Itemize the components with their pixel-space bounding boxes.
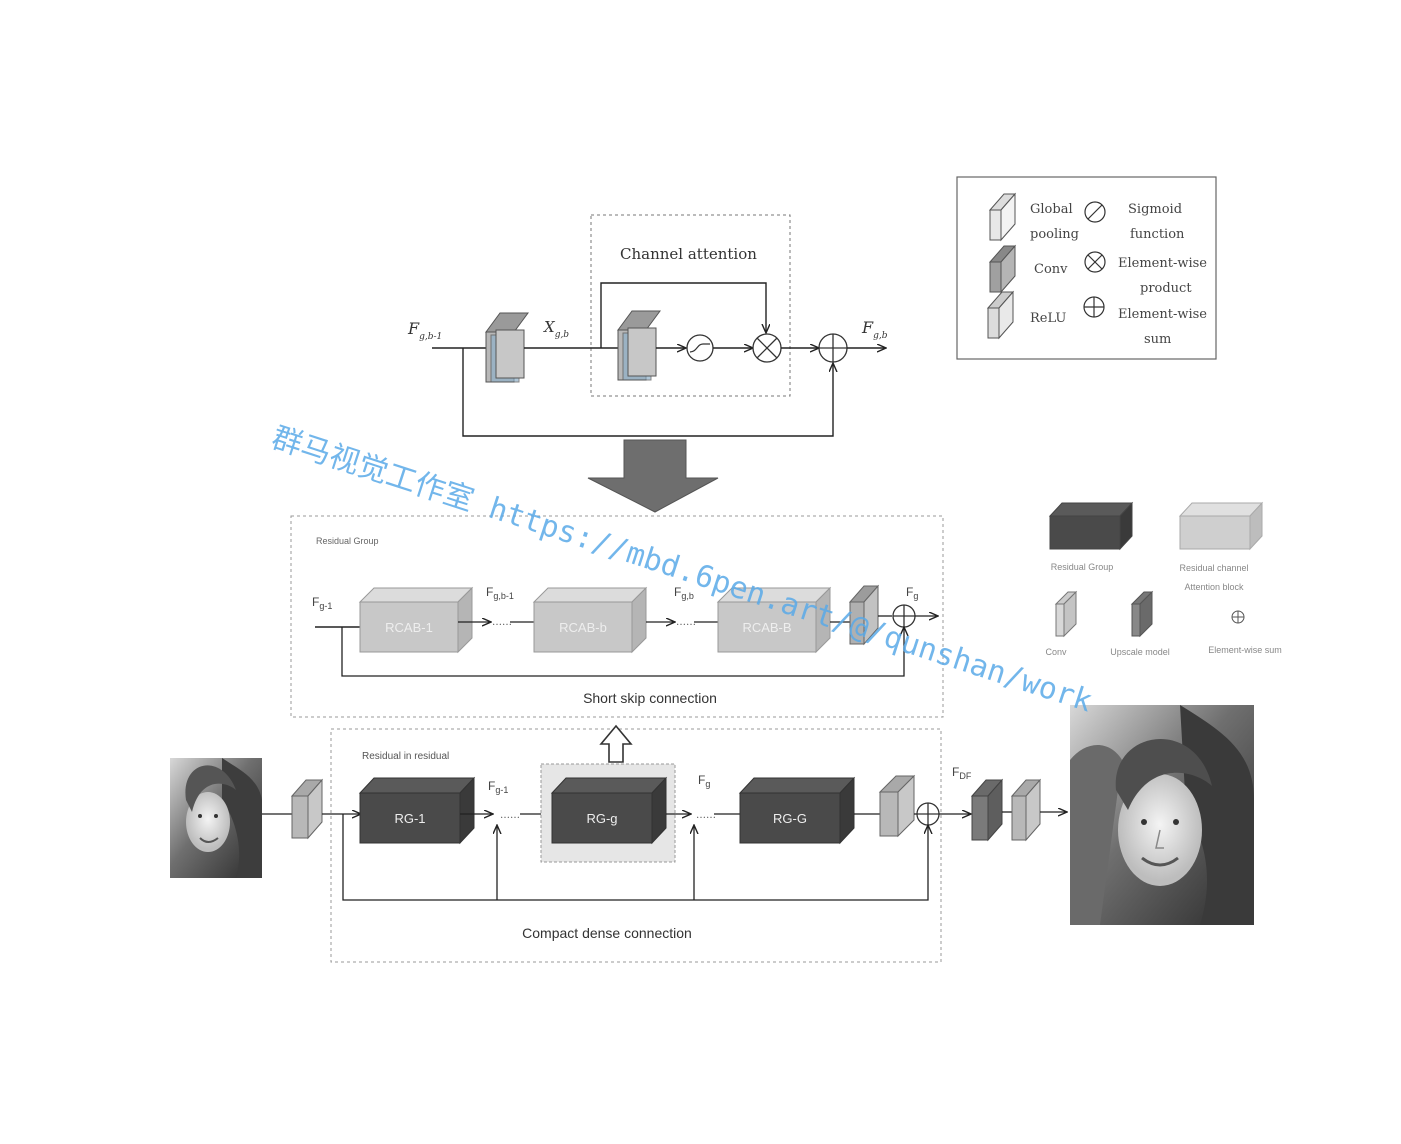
rir-sum-icon <box>916 802 940 826</box>
short-skip-line <box>341 627 904 677</box>
legend-sum-label-1: Element-wise <box>1118 307 1207 322</box>
legend-residual-group-label: Residual Group <box>1051 562 1114 572</box>
legend-rcab-icon <box>1178 501 1264 551</box>
dense-connection-caption: Compact dense connection <box>522 925 692 941</box>
legend-sigmoid-label-1: Sigmoid <box>1128 202 1182 217</box>
channel-attention-block: Channel attention Fg,b-1 Xg,b <box>407 214 888 513</box>
ca-output-label: Fg,b <box>861 318 888 341</box>
ca-conv-stack-1 <box>485 312 529 383</box>
upscale-layer <box>970 778 1004 842</box>
legend-conv-label: Conv <box>1034 262 1068 277</box>
rir-label-fdf: FDF <box>952 765 972 781</box>
legend-product-icon <box>1084 251 1106 273</box>
rir-dots-1: …… <box>500 810 520 821</box>
ca-mid-label: Xg,b <box>543 318 569 340</box>
rg-1-label: RG-1 <box>394 811 425 826</box>
residual-group-block: Residual Group Fg-1 RCAB-1 …… Fg,b-1 RCA… <box>290 515 944 718</box>
rg-mid-label-1: Fg,b-1 <box>486 585 514 601</box>
channel-attention-box <box>590 214 791 397</box>
global-pooling-icon <box>988 192 1017 242</box>
ca-outer-skip <box>462 348 833 437</box>
rg-dots-1: …… <box>492 617 512 628</box>
legend-global-label-2: pooling <box>1030 227 1079 242</box>
legend-relu-label: ReLU <box>1030 311 1066 326</box>
final-conv-layer <box>1010 778 1042 842</box>
legend-global-label-1: Global <box>1030 202 1073 217</box>
legend-conv-slab-label: Conv <box>1045 647 1067 657</box>
dense-connection-outer <box>342 814 928 901</box>
rcab-1-label: RCAB-1 <box>385 620 433 635</box>
legend-upscale-label: Upscale model <box>1110 647 1170 657</box>
conv-icon <box>988 244 1017 294</box>
input-lr-face-image <box>170 758 262 878</box>
legend-sigmoid-label-2: function <box>1130 227 1185 242</box>
legend-bottom-sum-icon <box>1231 610 1245 624</box>
rcab-block-b: RCAB-b <box>532 586 648 654</box>
rcab-block-1: RCAB-1 <box>358 586 474 654</box>
legend-residual-group-icon <box>1048 501 1134 551</box>
rir-block: Residual in residual RG-1 <box>170 705 1254 963</box>
top-legend: Global pooling Conv ReLU Sigmoid functio… <box>956 176 1217 360</box>
legend-upscale-icon <box>1130 590 1154 638</box>
bottom-legend: Residual Group Residual channel Attentio… <box>1045 501 1282 657</box>
residual-group-box <box>290 515 944 718</box>
sigmoid-icon <box>686 334 714 362</box>
rg-block-1: RG-1 <box>358 776 476 845</box>
output-hr-face-image <box>1070 705 1254 925</box>
ca-input-label: Fg,b-1 <box>407 319 442 342</box>
rg-conv-layer <box>848 584 880 646</box>
expand-down-arrow <box>587 439 719 513</box>
legend-conv-slab-icon <box>1054 590 1078 638</box>
ca-conv-stack-2 <box>617 310 661 381</box>
legend-product-label-1: Element-wise <box>1118 256 1207 271</box>
relu-icon <box>986 290 1015 340</box>
rg-G-label: RG-G <box>773 811 807 826</box>
rir-label-fg: Fg <box>698 773 710 789</box>
rcab-block-B: RCAB-B <box>716 586 832 654</box>
rg-dots-2: …… <box>676 617 696 628</box>
rir-dots-2: …… <box>696 810 716 821</box>
shallow-conv-layer <box>290 778 324 840</box>
element-wise-sum-icon <box>818 333 848 363</box>
rcab-B-label: RCAB-B <box>742 620 791 635</box>
rir-title: Residual in residual <box>362 751 449 762</box>
rir-label-fg1: Fg-1 <box>488 779 508 795</box>
rir-box <box>330 728 942 963</box>
rg-output-label: Fg <box>906 585 918 601</box>
short-skip-caption: Short skip connection <box>583 690 717 706</box>
legend-rcab-label-1: Residual channel <box>1179 563 1248 573</box>
legend-sum-icon <box>1083 296 1105 318</box>
legend-sum-label-2: sum <box>1144 332 1171 347</box>
element-wise-product-icon <box>752 333 782 363</box>
legend-product-label-2: product <box>1140 281 1192 296</box>
channel-attention-title: Channel attention <box>620 245 757 263</box>
legend-bottom-sum-label: Element-wise sum <box>1208 645 1282 655</box>
rcab-b-label: RCAB-b <box>559 620 607 635</box>
rg-input-label: Fg-1 <box>312 595 332 611</box>
rg-g-label: RG-g <box>586 811 617 826</box>
expand-up-arrow <box>599 724 633 763</box>
rg-block-g: RG-g <box>550 776 668 845</box>
rg-block-G: RG-G <box>738 776 856 845</box>
residual-group-title: Residual Group <box>316 536 379 546</box>
rg-mid-label-2: Fg,b <box>674 585 694 601</box>
legend-rcab-label-2: Attention block <box>1184 582 1244 592</box>
rir-conv-layer <box>878 774 916 838</box>
legend-sigmoid-icon <box>1084 201 1106 223</box>
ca-attention-bypass <box>600 282 766 348</box>
